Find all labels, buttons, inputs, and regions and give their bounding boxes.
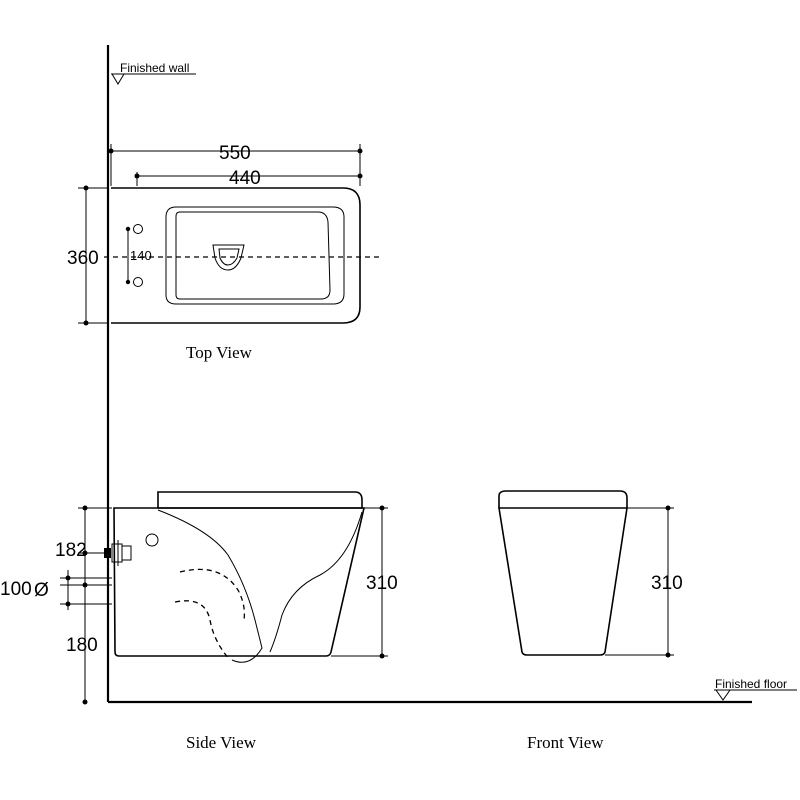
finished-wall-marker: Finished wall	[111, 61, 196, 85]
top-view: 140 550 440 360 Top View	[67, 143, 382, 362]
finished-wall-label: Finished wall	[120, 61, 189, 75]
front-view-seat	[498, 490, 628, 508]
top-view-seat	[165, 206, 345, 305]
side-view-inlet	[145, 533, 159, 547]
side-view-fitting	[104, 540, 132, 566]
dim-side-height: 310	[366, 573, 398, 594]
side-view-label: Side View	[186, 733, 257, 752]
dim-waste-diameter: 100	[0, 579, 32, 600]
dim-total-length: 550	[219, 143, 251, 164]
top-view-label: Top View	[186, 343, 253, 362]
finished-floor-label: Finished floor	[715, 677, 787, 691]
front-view-body	[498, 507, 628, 656]
side-view-seat	[157, 491, 363, 509]
dim-front-height: 310	[651, 573, 683, 594]
side-view: 182 100 Ø 180 310 Side View	[0, 491, 398, 752]
outlet-symbol	[212, 244, 245, 271]
finished-floor-marker: Finished floor	[714, 677, 797, 701]
waste-diameter-symbol: Ø	[34, 580, 49, 601]
dim-bolt-spacing: 140	[130, 248, 152, 263]
dim-bolt-height: 182	[55, 540, 87, 561]
front-view-label: Front View	[527, 733, 604, 752]
top-view-lid-inner	[175, 211, 331, 300]
dim-bowl-length: 440	[229, 168, 261, 189]
dim-width: 360	[67, 248, 99, 269]
side-view-body	[113, 507, 366, 657]
front-view: 310 Front View	[498, 490, 683, 752]
bolt-hole-upper	[133, 224, 143, 234]
bolt-hole-lower	[133, 277, 143, 287]
top-view-outline	[111, 187, 361, 324]
dim-floor-clearance: 180	[66, 635, 98, 656]
